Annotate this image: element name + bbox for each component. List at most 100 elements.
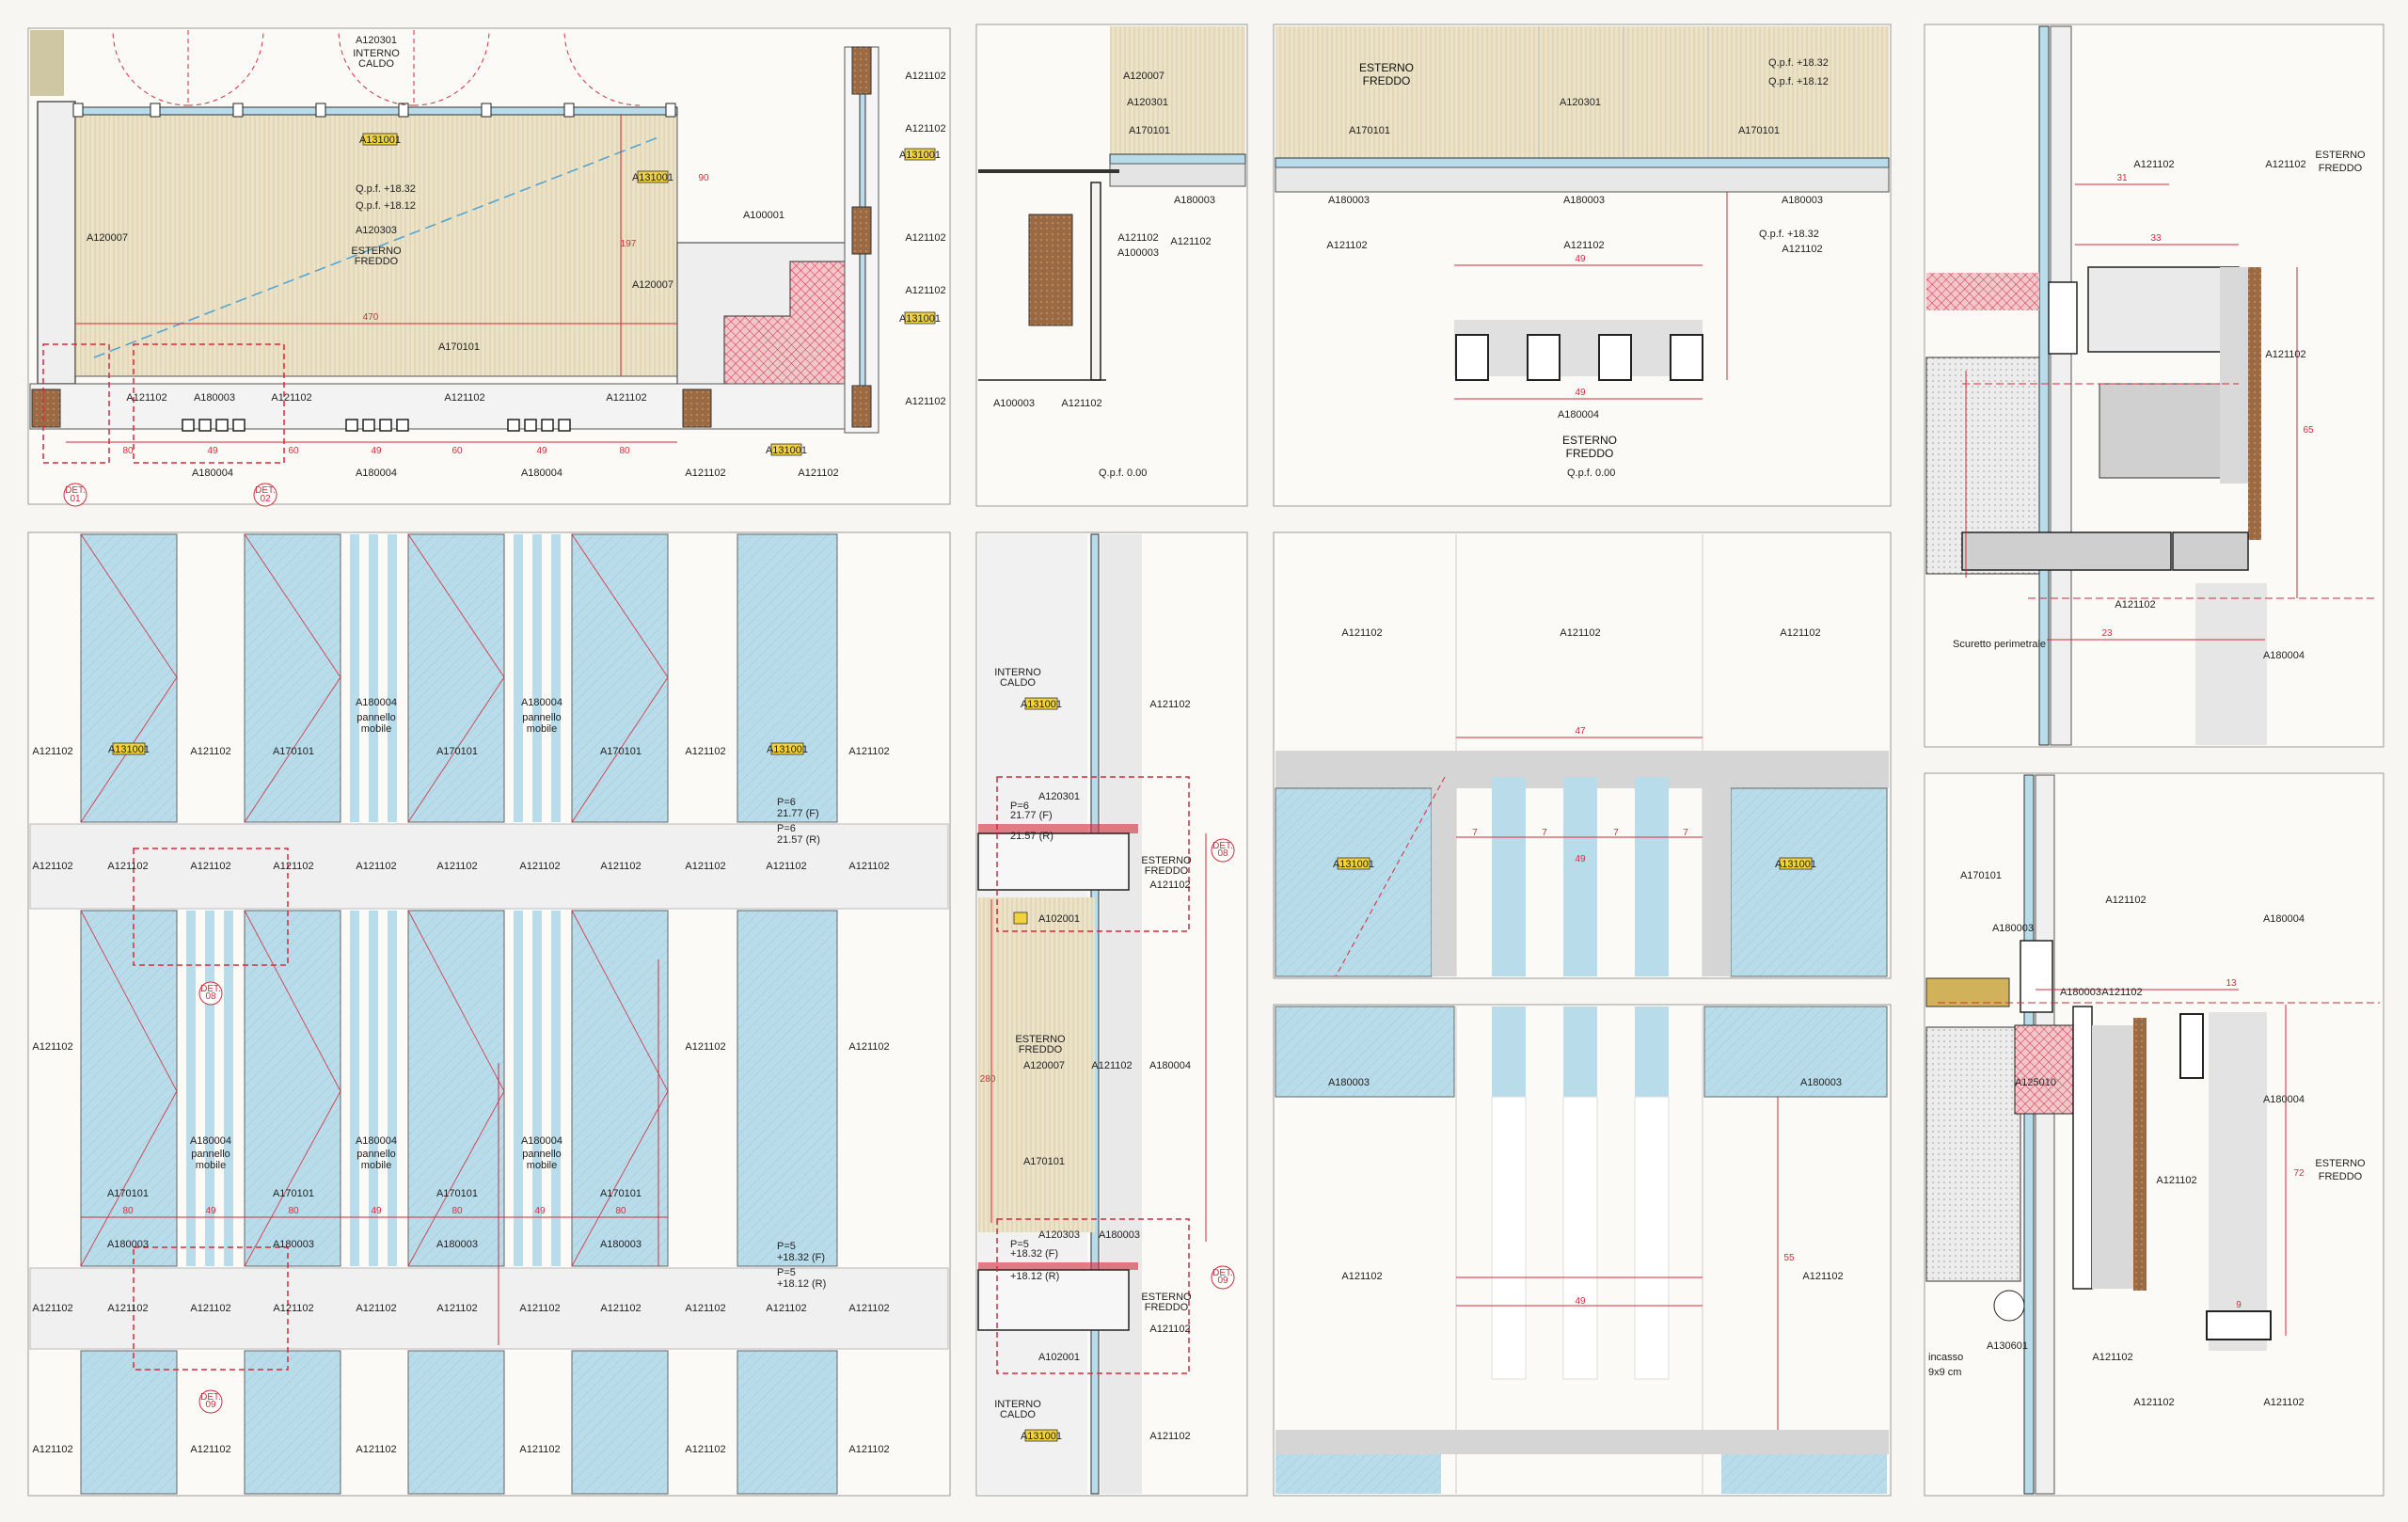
label-pannello-3: pannello: [191, 1149, 230, 1160]
dim-49-e: 49: [1575, 254, 1586, 264]
label-p5-t: P=5: [1010, 1239, 1029, 1250]
glass-slats-2: [186, 911, 561, 1266]
tag-a170101-e2: A170101: [1738, 125, 1780, 136]
dim-197: 197: [621, 239, 637, 249]
tag-a120301-t: A120301: [1038, 791, 1080, 802]
glass-row-3: [80, 1350, 838, 1495]
tag-a121102-db4: A121102: [2092, 1352, 2132, 1363]
tag-a121102-t5: A121102: [1149, 1431, 1190, 1442]
tag-a131001-m2: A131001: [1775, 859, 1816, 870]
tag-a180003-e1: A180003: [1328, 195, 1370, 206]
tag-a121102-n6: A121102: [436, 1303, 477, 1314]
tag-a180004-c3: A180004: [521, 1135, 562, 1147]
tag-a121102-p4: A121102: [606, 392, 646, 404]
tag-a121102-eb1: A121102: [1341, 1271, 1382, 1282]
tag-a121102-c3: A121102: [848, 1041, 889, 1053]
tag-a121102-m8: A121102: [600, 861, 641, 872]
tag-a170101-s: A170101: [1129, 125, 1170, 136]
tag-a120301-s: A120301: [1127, 97, 1168, 108]
tag-a121102-d4: A121102: [2115, 599, 2155, 610]
label-p5-f: +18.32 (F): [777, 1252, 825, 1263]
slats-bottom: [1492, 1007, 1669, 1097]
label-freddo-plan: FREDDO: [355, 256, 399, 267]
label-p6-f: 21.77 (F): [777, 808, 819, 819]
tag-a121102-e1: A121102: [1326, 240, 1367, 251]
tag-a170101: A170101: [438, 341, 480, 353]
tag-a131001-plan2: A131001: [632, 172, 673, 183]
det-label-09b: DET.: [1212, 1268, 1233, 1278]
tag-a121102-n11: A121102: [848, 1303, 889, 1314]
tag-a121102-p2: A121102: [271, 392, 311, 404]
tag-a121102-e2: A121102: [1563, 240, 1604, 251]
tag-a131001-t1: A131001: [1021, 699, 1062, 710]
label-freddo-db: FREDDO: [2319, 1171, 2363, 1182]
glass-slats-1: [350, 534, 561, 822]
tag-a121102-b3: A121102: [685, 746, 725, 757]
label-p5: P=5: [777, 1241, 796, 1252]
mullions-top: [72, 103, 676, 118]
tag-a131001-t2: A131001: [1021, 1431, 1062, 1442]
tag-a121102-e3: A121102: [1782, 244, 1822, 255]
tag-a121102-eb2: A121102: [1802, 1271, 1843, 1282]
label-mobile-4: mobile: [361, 1160, 391, 1171]
tag-a170101-b1: A170101: [273, 746, 314, 757]
tag-a131001-r2: A131001: [899, 313, 941, 325]
tag-a121102-o2: A121102: [190, 1444, 230, 1455]
tag-a180004-d1: A180004: [2263, 650, 2305, 661]
dim-49c: 49: [536, 446, 547, 456]
label-esterno-e1: ESTERNO: [1359, 61, 1414, 74]
tag-a121102-m5: A121102: [356, 861, 396, 872]
label-incasso-size: 9x9 cm: [1928, 1367, 1961, 1378]
tag-a125010: A125010: [2015, 1077, 2056, 1088]
dim-13: 13: [2226, 978, 2237, 989]
tag-a121102-m6: A121102: [436, 861, 477, 872]
tag-a120303: A120303: [356, 225, 397, 236]
tag-a121102-n3: A121102: [190, 1303, 230, 1314]
det-label-09a: DET.: [200, 1392, 221, 1403]
tag-a102001-t1: A102001: [1038, 913, 1080, 925]
tag-a121102-p3: A121102: [444, 392, 484, 404]
slats-mid: [1492, 777, 1669, 976]
tag-a100001: A100001: [743, 210, 784, 221]
tag-a131001-b1: A131001: [766, 445, 807, 456]
tag-a121102-m-3: A121102: [1780, 627, 1820, 639]
dim-80: 80: [122, 446, 134, 456]
tag-a170101-e1: A170101: [1349, 125, 1390, 136]
label-freddo-e2: FREDDO: [1566, 447, 1614, 460]
dim-280: 280: [980, 1074, 996, 1085]
dim-9: 9: [2236, 1300, 2242, 1310]
tag-a121102-c2: A121102: [685, 1041, 725, 1053]
tag-a131001-plan: A131001: [359, 135, 401, 146]
tag-a180004-p2: A180004: [356, 468, 397, 479]
label-incasso: incasso: [1928, 1352, 1963, 1363]
tag-a121102-m4: A121102: [273, 861, 313, 872]
panel-section-tall: DET. 08 DET. 09 INTERNO CALDO A131001 A1…: [975, 531, 1248, 1497]
opening-lines: [80, 533, 669, 1267]
tag-a170101-c1: A170101: [107, 1188, 149, 1199]
label-p6-b: P=6: [777, 823, 796, 834]
tag-a170101-db: A170101: [1960, 870, 2002, 881]
dim-80-c4: 80: [615, 1206, 626, 1216]
label-esterno-d1: ESTERNO: [2315, 150, 2366, 161]
tag-a121102-n4: A121102: [273, 1303, 313, 1314]
tag-a120007: A120007: [87, 232, 128, 244]
det-num-02: 02: [260, 494, 271, 504]
tag-a180003-eb2: A180003: [1800, 1077, 1842, 1088]
dim-72: 72: [2293, 1168, 2305, 1179]
tag-a121102-db3: A121102: [2156, 1175, 2196, 1186]
tag-a180004-db1: A180004: [2263, 913, 2305, 925]
tag-a102001-t2: A102001: [1038, 1352, 1080, 1363]
tag-a121102-m-1: A121102: [1341, 627, 1382, 639]
tag-a121102-m9: A121102: [685, 861, 725, 872]
dim-49-c3: 49: [534, 1206, 546, 1216]
tag-a121102-d1: A121102: [2133, 159, 2174, 170]
tag-a180003-db1: A180003: [1992, 923, 2034, 934]
tag-a121102-o4: A121102: [519, 1444, 560, 1455]
panel-elevation-top: ESTERNO FREDDO Q.p.f. +18.32 Q.p.f. +18.…: [1273, 24, 1892, 507]
tag-a180004-c1: A180004: [190, 1135, 231, 1147]
tag-a180003-c2: A180003: [273, 1239, 314, 1250]
tag-a121102-n7: A121102: [519, 1303, 560, 1314]
det-label-1: DET.: [65, 485, 86, 496]
dim-470: 470: [363, 312, 379, 323]
